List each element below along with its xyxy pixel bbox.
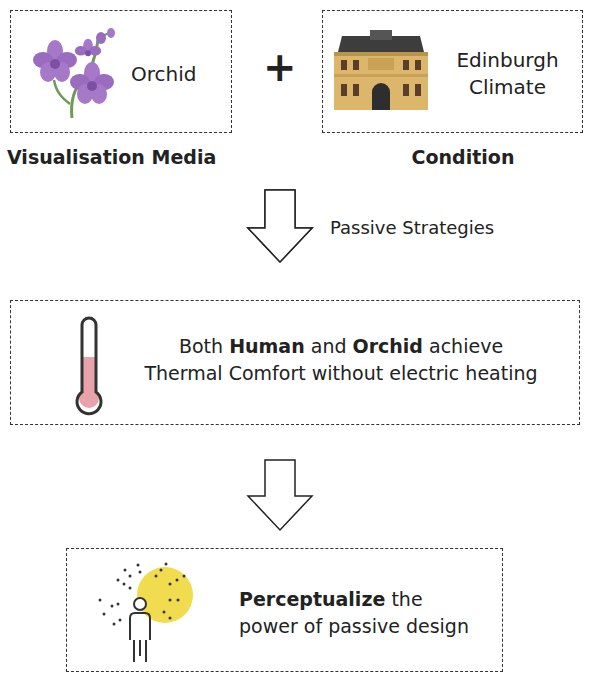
dashed-box: Edinburgh ClimateCondition (322, 10, 583, 133)
box-heading: Visualisation Media (7, 144, 247, 171)
building-roof (370, 30, 392, 40)
box-heading: Condition (363, 144, 563, 171)
box-text: Orchid (131, 61, 231, 88)
building-illustration (334, 30, 428, 110)
orchid-bud (96, 32, 106, 44)
hollow-arrow (248, 190, 312, 262)
box-text: Perceptualize the power of passive desig… (239, 586, 499, 640)
person-icon (99, 563, 194, 663)
dashed-box: Perceptualize the power of passive desig… (66, 548, 503, 672)
dashed-box: OrchidVisualisation Media (10, 10, 232, 133)
box-text: Both Human and Orchid achieve Thermal Co… (111, 333, 571, 387)
hollow-arrow (248, 190, 312, 262)
arrow-label: Passive Strategies (330, 217, 494, 238)
orchid-flower (70, 62, 114, 104)
thermometer-icon (77, 318, 101, 414)
box-text: Edinburgh Climate (435, 47, 580, 101)
light-dots (99, 563, 186, 626)
building-wall (334, 52, 428, 110)
building-door (372, 83, 390, 110)
orchid-stem (54, 80, 70, 104)
plus-sign: + (263, 44, 297, 90)
dashed-box: Both Human and Orchid achieve Thermal Co… (10, 300, 580, 425)
light-circle (137, 567, 193, 623)
orchid-bud (107, 28, 115, 38)
orchid-illustration (33, 28, 115, 118)
orchid-flower (33, 40, 77, 82)
hollow-arrow (248, 460, 312, 530)
